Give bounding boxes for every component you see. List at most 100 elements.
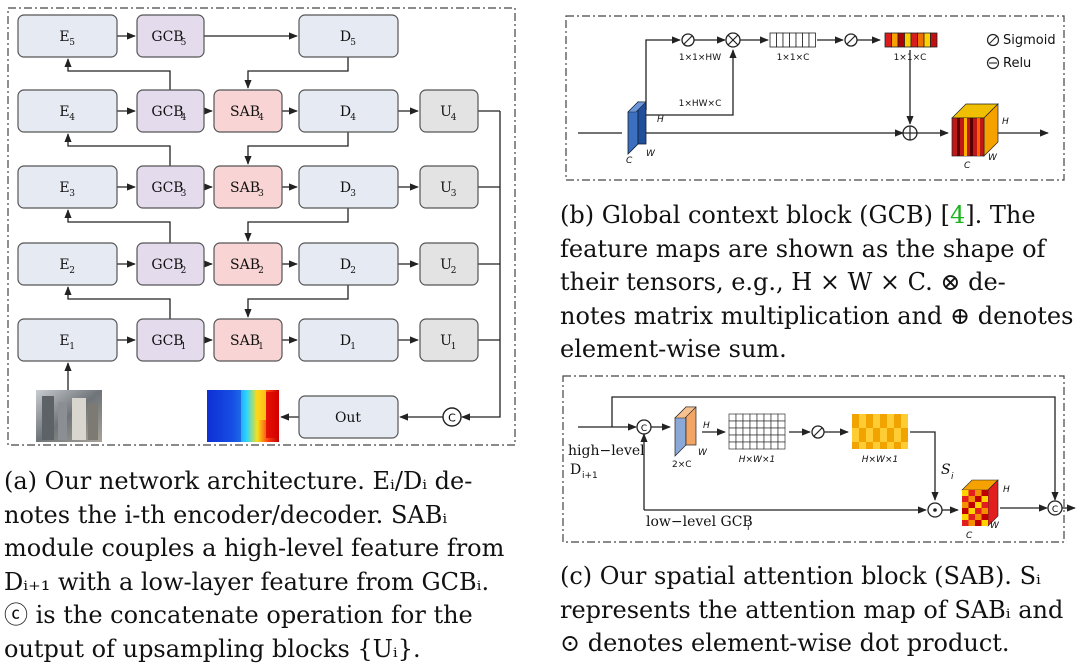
sab-sigmoid-op-slash <box>813 427 823 437</box>
attention-cell <box>859 414 866 421</box>
u-sub-2: 2 <box>451 266 457 276</box>
gcb-output-tensor <box>951 103 999 157</box>
attention-cell <box>873 428 880 435</box>
e-label-3: E <box>59 180 69 196</box>
caption-a-line-5: ⓒ is the concatenate operation for the <box>4 601 473 629</box>
gcb-box-2 <box>136 242 205 286</box>
gcb-label-5: GCB <box>151 29 183 45</box>
input-image <box>36 390 102 442</box>
attention-cell <box>873 414 880 421</box>
vector-cell <box>789 32 797 48</box>
vector-cell <box>776 32 784 48</box>
u-sub-1: 1 <box>451 342 457 352</box>
attention-cell <box>894 442 901 449</box>
caption-a-line-4: Dᵢ₊₁ with a low-layer feature from GCBᵢ. <box>4 567 490 596</box>
caption-b-line-1: (b) Global context block (GCB) [4]. The <box>560 199 1074 233</box>
sab-output-tensor <box>961 479 999 527</box>
gcb-context-vector <box>769 32 816 48</box>
gcb-box-3 <box>136 165 205 209</box>
c-gcb-sub: i <box>747 523 750 533</box>
c-s-label: S <box>941 462 951 478</box>
gcb-reshape-arrow <box>646 49 737 116</box>
grid-cell <box>749 420 758 429</box>
e-sub-3: 3 <box>69 189 75 199</box>
cube-cell <box>975 490 982 496</box>
grid-cell <box>728 434 737 443</box>
u-box-3 <box>419 165 479 209</box>
attention-cell <box>859 442 866 449</box>
attention-cell <box>852 442 859 449</box>
sab-final-concat-label: C <box>1052 505 1058 515</box>
caption-c-line-3: ⊙ denotes element-wise dot product. <box>560 629 1010 657</box>
sab-concat-feature <box>674 406 697 457</box>
e-box-1 <box>17 318 118 362</box>
cube-cell <box>975 502 982 508</box>
b-shape-1xhwxc: 1×HW×C <box>679 99 722 109</box>
attention-cell <box>894 435 901 442</box>
sab-box-3 <box>213 165 283 209</box>
attention-cell <box>866 414 873 421</box>
b-h-label: H <box>657 115 664 125</box>
out-label: Out <box>335 410 361 426</box>
d-sub-4: 4 <box>350 113 356 123</box>
c-high-level: high−level <box>568 443 645 459</box>
attention-cell <box>866 435 873 442</box>
cube-cell <box>968 502 975 508</box>
attention-cell <box>859 421 866 428</box>
u-node-4: U4 <box>419 89 479 133</box>
grid-cell <box>756 420 765 429</box>
attention-cell <box>852 435 859 442</box>
cube-cell <box>981 490 988 496</box>
cube-cell <box>962 520 969 526</box>
sab-attention-map <box>852 414 908 449</box>
cube-cell <box>975 520 982 526</box>
gcb-label-2: GCB <box>151 257 183 273</box>
grid-cell <box>777 441 786 450</box>
cube-cell <box>975 508 982 514</box>
c-d-sub: i+1 <box>582 471 598 481</box>
grid-cell <box>777 434 786 443</box>
grid-cell <box>728 427 737 436</box>
attention-cell <box>901 442 908 449</box>
e-label-2: E <box>59 257 69 273</box>
attention-cell <box>873 421 880 428</box>
grid-cell <box>777 413 786 422</box>
panel-a-frame <box>7 7 516 446</box>
caption-c-line-1: (c) Our spatial attention block (SAB). S… <box>560 562 1041 590</box>
cube-cell <box>975 496 982 502</box>
gcb-to-e-3 <box>64 209 171 243</box>
b-out-h: H <box>1002 117 1009 127</box>
sab-label-2: SAB <box>230 257 260 273</box>
caption-b-line-5: element-wise sum. <box>560 335 787 363</box>
grid-cell <box>735 441 744 450</box>
cube-cell <box>981 520 988 526</box>
gcb-box-4 <box>136 89 205 133</box>
e-box-5 <box>17 14 118 58</box>
panel-c-frame <box>562 375 1065 543</box>
e-box-3 <box>17 165 118 209</box>
u-label-4: U <box>440 104 452 120</box>
b-c-label: C <box>626 156 633 166</box>
cube-cell <box>962 508 969 514</box>
grid-cell <box>756 434 765 443</box>
attention-cell <box>866 442 873 449</box>
e-label-1: E <box>59 333 69 349</box>
concat-symbol <box>442 407 462 427</box>
attention-cell <box>901 414 908 421</box>
attention-cell <box>887 442 894 449</box>
c-out-h: H <box>1003 485 1010 495</box>
sab-skip-line <box>611 396 1059 501</box>
grid-cell <box>770 420 779 429</box>
caption-b-cite[interactable]: 4 <box>950 201 966 229</box>
output-heatmap <box>207 390 279 442</box>
gcb-conv-op-slash <box>683 35 693 45</box>
gcb-to-e-4 <box>64 133 171 166</box>
attention-cell <box>880 428 887 435</box>
